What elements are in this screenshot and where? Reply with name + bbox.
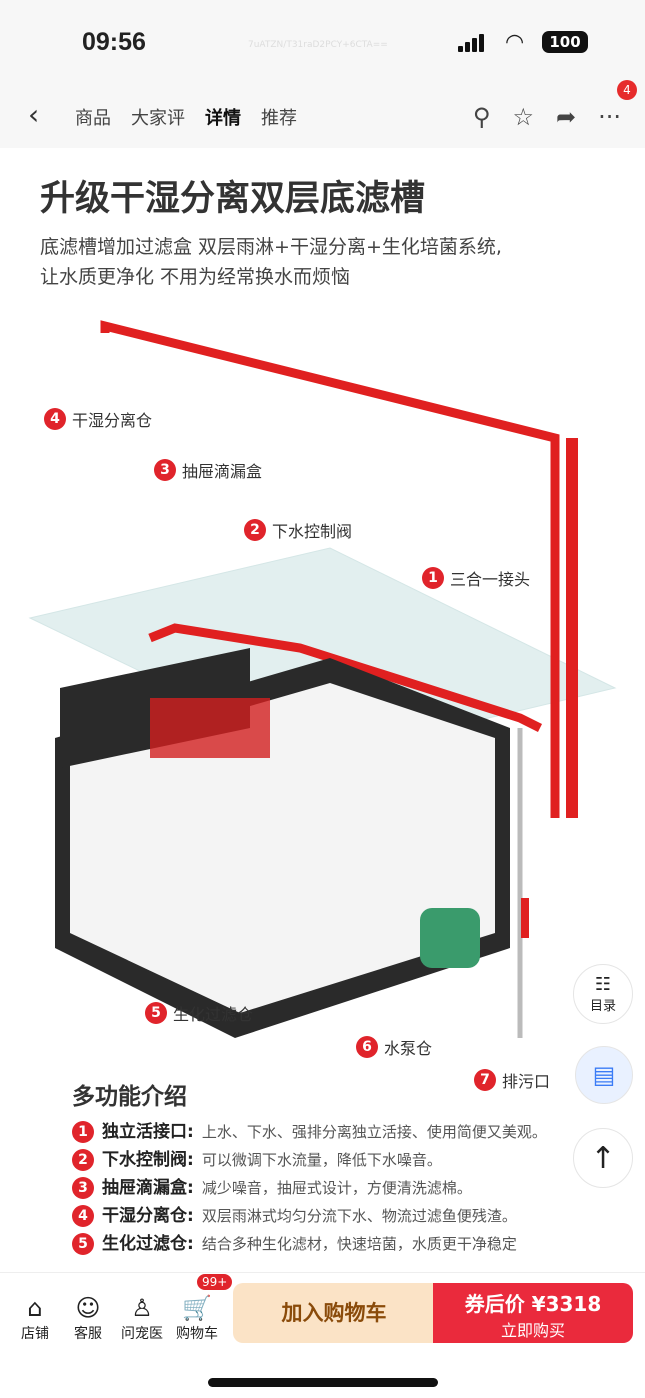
assistant-button[interactable]: ▤ <box>575 1046 633 1104</box>
tab-details[interactable]: 详情 <box>205 108 241 129</box>
cart-icon: 🛒 <box>182 1294 212 1322</box>
search-icon[interactable]: ⚲ <box>472 103 491 131</box>
service-button[interactable]: ☺客服 <box>63 1293 113 1343</box>
vet-button[interactable]: ♙问宠医 <box>117 1293 167 1343</box>
cart-button[interactable]: 🛒购物车 <box>172 1293 222 1343</box>
battery-icon: 100 <box>542 31 588 53</box>
top-nav: ‹ 商品 大家评 详情 推荐 ⚲ ☆ ➦ ··· 4 <box>0 80 645 148</box>
tab-product[interactable]: 商品 <box>75 108 111 129</box>
home-indicator <box>208 1378 438 1387</box>
document-icon: ▤ <box>592 1061 616 1089</box>
shop-button[interactable]: ⌂店铺 <box>10 1293 60 1343</box>
bottom-bar: ⌂店铺 ☺客服 ♙问宠医 🛒购物车 99+ 加入购物车 券后价 ¥3318 立即… <box>0 1272 645 1398</box>
clock: 09:56 <box>82 28 146 56</box>
arrow-up-icon: ↑ <box>590 1140 616 1176</box>
more-badge: 4 <box>617 80 637 100</box>
tab-recommend[interactable]: 推荐 <box>261 108 297 129</box>
doctor-icon: ♙ <box>131 1294 153 1322</box>
subtitle: 底滤槽增加过滤盒 双层雨淋+干湿分离+生化培菌系统, 让水质更净化 不用为经常换… <box>40 236 502 288</box>
sump-diagram <box>28 320 617 1038</box>
smile-icon: ☺ <box>75 1294 101 1322</box>
scroll-top-button[interactable]: ↑ <box>573 1128 633 1188</box>
page-title: 升级干湿分离双层底滤槽 <box>40 179 426 219</box>
list-icon: ☷ <box>594 974 612 995</box>
back-icon[interactable]: ‹ <box>28 98 40 131</box>
features-heading: 多功能介绍 <box>72 1084 187 1110</box>
add-to-cart-button[interactable]: 加入购物车 <box>233 1283 435 1343</box>
product-detail-image: 升级干湿分离双层底滤槽 底滤槽增加过滤盒 双层雨淋+干湿分离+生化培菌系统, 让… <box>0 148 645 1091</box>
star-icon[interactable]: ☆ <box>512 103 534 131</box>
shop-icon: ⌂ <box>27 1294 43 1322</box>
more-icon[interactable]: ··· <box>598 103 621 131</box>
cart-badge: 99+ <box>196 1273 234 1291</box>
status-bar: 09:56 7uATZN/T31raD2PCY+6CTA== ◠ 100 <box>0 0 645 80</box>
catalog-button[interactable]: ☷ 目录 <box>573 964 633 1024</box>
buy-now-button[interactable]: 券后价 ¥3318 立即购买 <box>433 1283 633 1343</box>
signal-icon <box>458 34 484 52</box>
tab-reviews[interactable]: 大家评 <box>131 108 185 129</box>
watermark-code: 7uATZN/T31raD2PCY+6CTA== <box>248 40 388 50</box>
share-icon[interactable]: ➦ <box>556 103 577 131</box>
wifi-icon: ◠ <box>505 30 525 55</box>
